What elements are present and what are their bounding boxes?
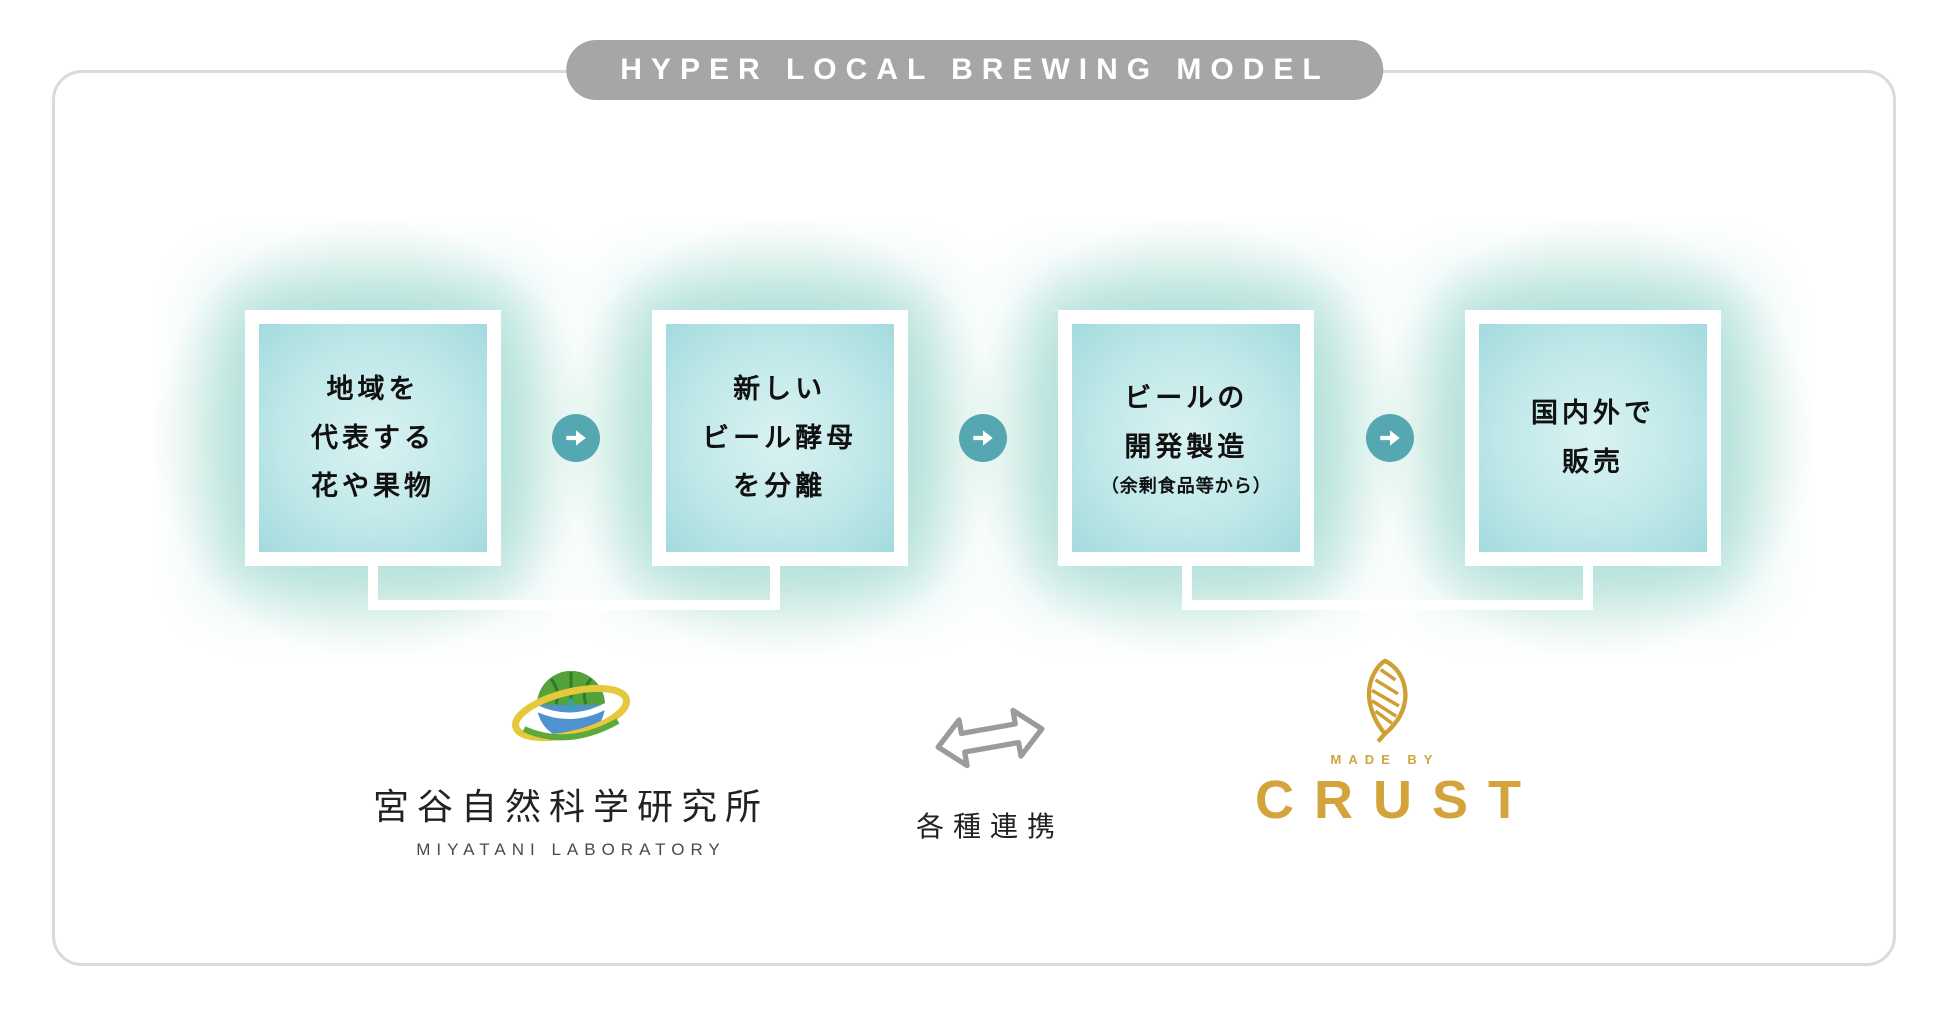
step-box-3: ビールの 開発製造 （余剰食品等から） [1058, 310, 1315, 566]
step-1-line-1: 地域を [326, 374, 420, 405]
miyatani-globe-logo [511, 671, 631, 742]
step-box-1: 地域を 代表する 花や果物 [245, 310, 501, 566]
crust-name: CRUST [1255, 770, 1541, 830]
laboratory-name: 宮谷自然科学研究所 [372, 787, 769, 827]
bracket-steps-3-4 [1182, 566, 1593, 610]
laboratory-block: 宮谷自然科学研究所 MIYATANI LABORATORY [366, 655, 776, 860]
collaboration-block: 各種連携 [880, 698, 1100, 845]
step-box-2: 新しい ビール酵母 を分離 [651, 310, 908, 566]
step-1-line-3: 花や果物 [311, 471, 435, 502]
laboratory-subtitle: MIYATANI LABORATORY [416, 840, 726, 859]
step-2-line-3: を分離 [733, 471, 827, 502]
arrow-right-icon [552, 414, 601, 462]
flow-row: 地域を 代表する 花や果物 新しい ビール酵母 を分離 ビールの 開発製造 （余… [245, 310, 1721, 566]
step-3-note: （余剰食品等から） [1100, 476, 1272, 497]
crust-block: MADE BY CRUST [1235, 655, 1535, 831]
collaboration-label: 各種連携 [915, 811, 1064, 842]
arrow-right-icon [1365, 414, 1414, 462]
arrow-right-icon [958, 414, 1007, 462]
step-4-line-1: 国内外で [1530, 398, 1655, 429]
bracket-steps-1-2 [368, 566, 780, 610]
step-1-line-2: 代表する [311, 422, 435, 453]
crust-leaf-icon [1366, 658, 1408, 743]
step-2-line-2: ビール酵母 [702, 422, 858, 453]
crust-made-by: MADE BY [1330, 752, 1440, 767]
step-3-line-1: ビールの [1124, 383, 1249, 414]
step-box-4: 国内外で 販売 [1464, 310, 1721, 566]
step-4-line-2: 販売 [1561, 447, 1624, 477]
step-2-line-1: 新しい [733, 374, 827, 405]
diagram-title: HYPER LOCAL BREWING MODEL [566, 40, 1384, 100]
step-3-line-2: 開発製造 [1124, 431, 1249, 462]
double-arrow-icon [935, 707, 1045, 769]
